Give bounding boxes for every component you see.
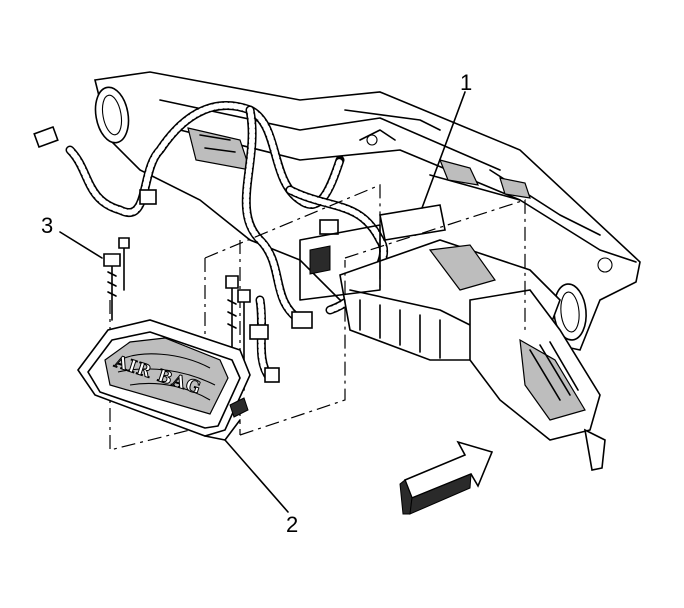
callout-1: 1 <box>460 70 473 95</box>
hvac-duct-assembly <box>299 204 606 471</box>
bolt-left-2 <box>118 237 130 291</box>
callout-2: 2 <box>286 512 299 537</box>
bolt-center-1 <box>225 275 239 391</box>
leader-lines <box>59 91 466 513</box>
forward-arrow-icon <box>399 440 494 515</box>
air-bag-module <box>77 319 251 441</box>
bolt-left <box>103 253 121 321</box>
callout-3: 3 <box>41 213 54 238</box>
